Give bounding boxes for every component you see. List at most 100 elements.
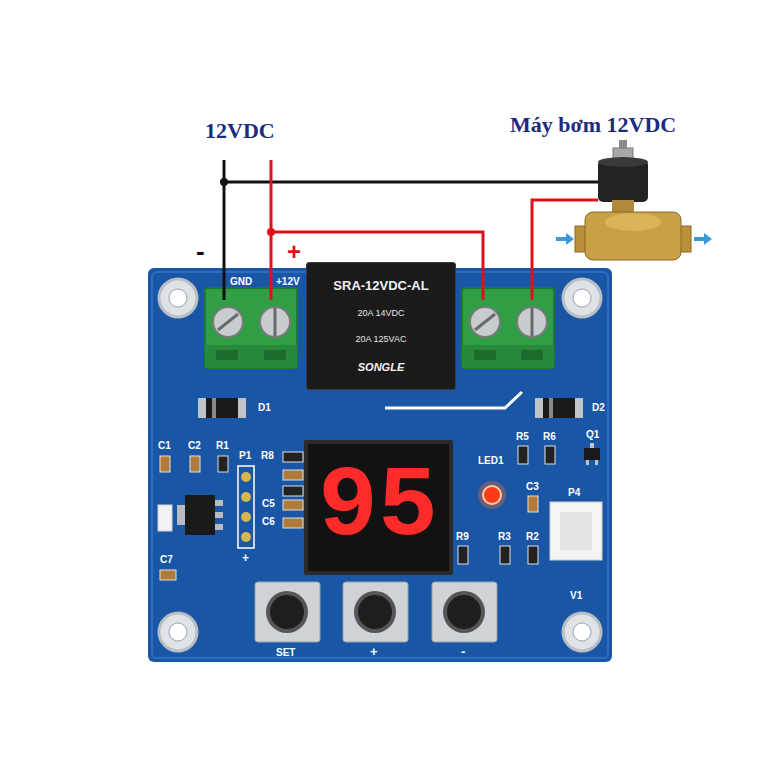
part-ref: LED1 (478, 455, 504, 467)
part-ref: R2 (526, 531, 539, 543)
flow-arrow (556, 237, 566, 241)
diode (535, 398, 583, 418)
terminal-block (462, 345, 554, 368)
flow-arrow (556, 233, 712, 245)
led (478, 481, 506, 509)
part-ref: R6 (543, 431, 556, 443)
part-ref: R5 (516, 431, 529, 443)
seven-segment-display: 95 (304, 440, 453, 575)
button-label: + (370, 644, 378, 660)
part-ref: R1 (216, 440, 229, 452)
button-label: - (461, 644, 465, 660)
terminal-block (475, 314, 495, 330)
pin-header (241, 492, 251, 502)
part-ref: C6 (262, 516, 275, 528)
push-button (354, 591, 396, 633)
display-reading: 95 (318, 453, 438, 563)
diode (575, 398, 583, 418)
output-connector (550, 502, 602, 560)
part-ref: C7 (160, 554, 173, 566)
transistor (586, 460, 589, 465)
terminal-block (213, 307, 243, 337)
diode (198, 398, 246, 418)
smd-component (545, 446, 555, 464)
push-button (447, 595, 481, 629)
relay-brand: SONGLE (358, 361, 404, 373)
polarity-sign: + (287, 238, 301, 267)
push-button (358, 595, 392, 629)
terminal-block (474, 350, 496, 360)
voltage-regulator (185, 495, 215, 535)
pin-header (238, 466, 254, 548)
part-ref: R3 (498, 531, 511, 543)
mounting-hole (573, 289, 591, 307)
pump-label: Máy bơm 12VDC (510, 112, 676, 138)
positive-wire (267, 228, 275, 236)
part-ref: D2 (592, 402, 605, 414)
push-button (270, 595, 304, 629)
pin-header (241, 472, 251, 482)
button-label: SET (276, 647, 295, 659)
relay-model: SRA-12VDC-AL (333, 279, 428, 293)
positive-wire (532, 200, 598, 300)
diode (549, 398, 553, 418)
part-ref: C2 (188, 440, 201, 452)
pin-header (241, 532, 251, 542)
diode (198, 398, 583, 418)
smd-component (283, 500, 303, 510)
part-ref: P1 (239, 450, 251, 462)
smd-component (160, 446, 555, 580)
terminal-block (205, 345, 297, 368)
output-connector (550, 502, 602, 560)
terminal-block (462, 288, 554, 368)
smd-component (218, 456, 228, 472)
negative-wire (220, 160, 598, 300)
relay-rating: 20A 14VDC (357, 309, 404, 319)
terminal-block (521, 350, 543, 360)
solenoid-pump (605, 213, 661, 231)
diode (198, 398, 206, 418)
voltage-regulator (177, 505, 185, 525)
terminal-block (205, 288, 297, 368)
terminal-block (218, 314, 238, 330)
terminal-block (531, 308, 534, 336)
negative-wire (224, 181, 598, 184)
led (478, 481, 506, 509)
smd-component (190, 456, 200, 472)
part-ref: C5 (262, 498, 275, 510)
flow-arrow (566, 233, 574, 245)
part-ref: R9 (456, 531, 469, 543)
part-ref: D1 (258, 402, 271, 414)
solenoid-pump (585, 212, 681, 260)
mounting-hole (573, 623, 591, 641)
mounting-hole (159, 279, 197, 317)
smd-component (458, 546, 468, 564)
smd-component (283, 486, 303, 496)
silkscreen-line (385, 392, 522, 408)
terminal-block (462, 288, 554, 368)
terminal-block (260, 307, 290, 337)
terminal-block (216, 350, 238, 360)
smd-component (283, 518, 303, 528)
smd-component (160, 456, 170, 472)
solenoid-pump (598, 157, 648, 167)
voltage-regulator (215, 512, 223, 518)
sensor-connector (158, 505, 172, 531)
diode (535, 398, 543, 418)
flow-arrow (694, 237, 704, 241)
led (483, 486, 501, 504)
solenoid-pump (612, 200, 634, 212)
part-ref: Q1 (586, 429, 599, 441)
transistor (584, 448, 600, 460)
transistor (595, 460, 598, 465)
output-connector (560, 512, 592, 550)
terminal-block (264, 350, 286, 360)
smd-component (528, 496, 538, 512)
push-button (255, 582, 497, 642)
mounting-hole (159, 613, 197, 651)
part-ref: C1 (158, 440, 171, 452)
terminal-block (517, 307, 547, 337)
negative-wire (220, 178, 228, 186)
mounting-hole (159, 279, 601, 651)
